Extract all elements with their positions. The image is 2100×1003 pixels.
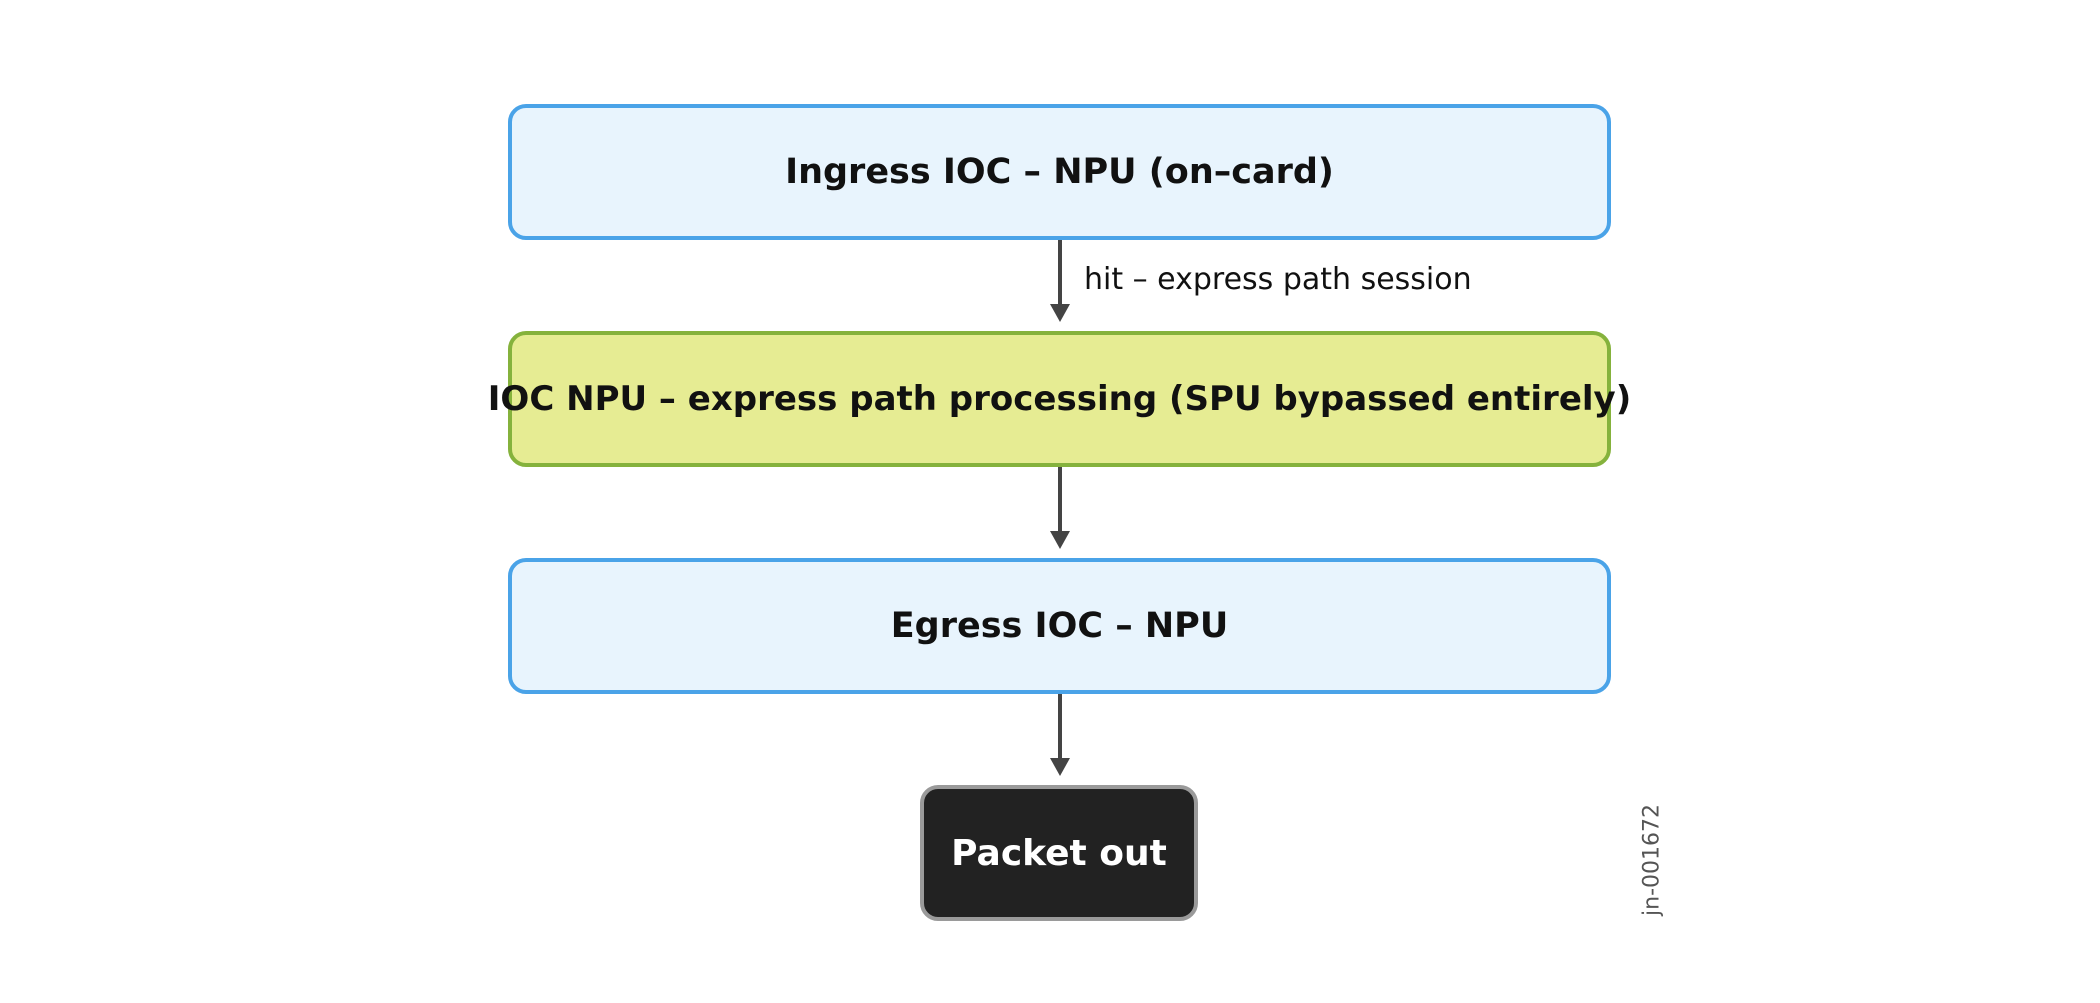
arrow-egress-to-packet-out: [1050, 694, 1070, 776]
express-path-hit-edge-label: hit – express path session: [1084, 262, 1472, 297]
ingress-ioc-npu-label: Ingress IOC – NPU (on–card): [785, 152, 1334, 192]
express-path-processing-node: IOC NPU – express path processing (SPU b…: [488, 331, 1631, 467]
ingress-ioc-npu-node: Ingress IOC – NPU (on–card): [508, 104, 1611, 240]
packet-out-node: Packet out: [920, 785, 1198, 921]
arrow-express-to-egress: [1050, 467, 1070, 549]
arrow-ingress-to-express: [1050, 240, 1070, 322]
express-path-processing-label: IOC NPU – express path processing (SPU b…: [487, 379, 1632, 419]
packet-out-label: Packet out: [951, 832, 1167, 874]
figure-id-watermark: jn-001672: [1639, 804, 1665, 916]
egress-ioc-npu-label: Egress IOC – NPU: [890, 606, 1229, 646]
egress-ioc-npu-node: Egress IOC – NPU: [508, 558, 1611, 694]
